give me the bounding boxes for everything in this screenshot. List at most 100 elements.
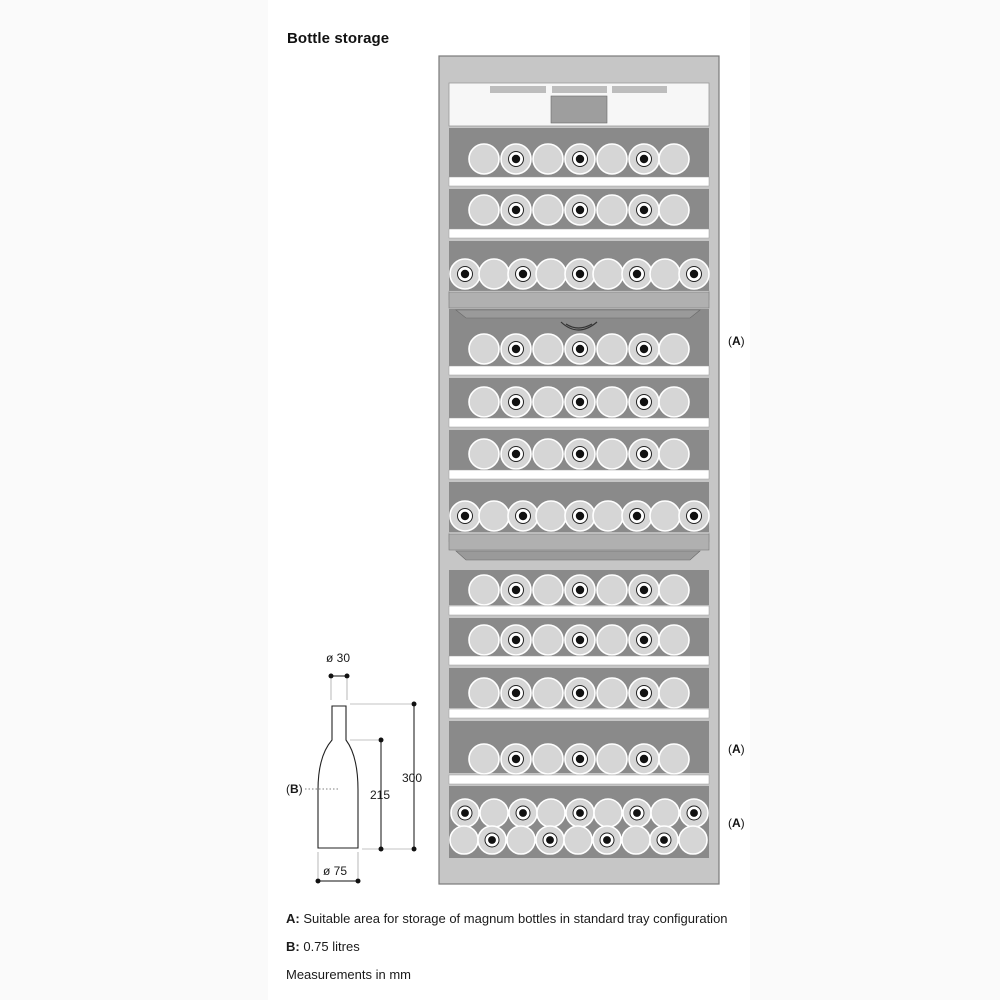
row-6-bottle-7: [649, 500, 681, 532]
row-9-bottle-0: [468, 677, 500, 709]
row-6-bottle-0-cap: [460, 511, 470, 521]
row-2-bottle-3: [535, 258, 567, 290]
row-8-bottle-3-cap: [575, 635, 585, 645]
row-8-bottle-4: [596, 624, 628, 656]
row-0-bottle-0: [468, 143, 500, 175]
row-7-bottle-4: [596, 574, 628, 606]
row-4-bottle-0: [468, 386, 500, 418]
row-3-bottle-5-cap: [639, 344, 649, 354]
note-measurements: Measurements in mm: [286, 967, 411, 982]
shelf-4: [448, 417, 710, 428]
row-7-bottle-1-cap: [511, 585, 521, 595]
row-7-bottle-6: [658, 574, 690, 606]
body-height-label: 215: [370, 788, 391, 802]
drawer-trim-upper: [448, 291, 710, 309]
row-4-bottle-5-cap: [639, 397, 649, 407]
stack-top-bottle-5: [593, 798, 623, 828]
row-3-bottle-1-cap: [511, 344, 521, 354]
row-1-bottle-2: [532, 194, 564, 226]
row-10-bottle-0: [468, 743, 500, 775]
row-10-bottle-1-cap: [511, 754, 521, 764]
drawer-handle-lower: [455, 550, 701, 561]
shelf-10: [448, 774, 710, 785]
row-4-bottle-6: [658, 386, 690, 418]
sensor-arc-2: [560, 321, 598, 331]
row-1-bottle-4: [596, 194, 628, 226]
stack-top-bottle-2-cap: [519, 809, 527, 817]
row-5-bottle-6: [658, 438, 690, 470]
stack-top-bottle-3: [536, 798, 566, 828]
total-height-end-top: [411, 701, 417, 707]
stack-top-bottle-4-cap: [576, 809, 584, 817]
sensor-arc-1: [565, 323, 593, 329]
stack-bottom-bottle-1-cap: [488, 836, 496, 844]
row-6-bottle-5: [592, 500, 624, 532]
row-9-bottle-1-cap: [511, 688, 521, 698]
neck-diameter-label: ø 30: [326, 651, 351, 665]
row-10-bottle-3-cap: [575, 754, 585, 764]
left-margin: [0, 0, 268, 1000]
row-10-bottle-4: [596, 743, 628, 775]
row-7-bottle-0: [468, 574, 500, 606]
row-4-bottle-4: [596, 386, 628, 418]
row-8-bottle-1-cap: [511, 635, 521, 645]
stack-bottom-bottle-5-cap: [603, 836, 611, 844]
row-4-bottle-1-cap: [511, 397, 521, 407]
right-margin: [750, 0, 1000, 1000]
callout-a-upper: (A): [728, 334, 745, 348]
row-9-bottle-2: [532, 677, 564, 709]
stack-bottom-bottle-4: [563, 825, 593, 855]
row-2-bottle-6-cap: [632, 269, 642, 279]
shelf-8: [448, 655, 710, 666]
stack-bottom-bottle-7-cap: [660, 836, 668, 844]
drawer-trim-lower: [448, 533, 710, 551]
stack-bottom-bottle-8: [678, 825, 708, 855]
stack-bottom-bottle-0: [449, 825, 479, 855]
stack-top-bottle-6-cap: [633, 809, 641, 817]
body-dim-end-right: [355, 878, 361, 884]
row-0-bottle-5-cap: [639, 154, 649, 164]
row-5-bottle-5-cap: [639, 449, 649, 459]
row-9-bottle-6: [658, 677, 690, 709]
row-1-bottle-3-cap: [575, 205, 585, 215]
row-2-bottle-0-cap: [460, 269, 470, 279]
shelf-3: [448, 365, 710, 376]
body-height-end-bottom: [378, 846, 384, 852]
row-1-bottle-6: [658, 194, 690, 226]
row-10-bottle-2: [532, 743, 564, 775]
display-screen: [550, 95, 608, 124]
panel-strip-center: [552, 86, 607, 93]
row-9-bottle-3-cap: [575, 688, 585, 698]
row-6-bottle-3: [535, 500, 567, 532]
row-9-bottle-5-cap: [639, 688, 649, 698]
row-2-bottle-5: [592, 258, 624, 290]
drawer-handle-upper: [455, 309, 701, 319]
shelf-9: [448, 708, 710, 719]
stack-top-bottle-0-cap: [461, 809, 469, 817]
row-10-bottle-5-cap: [639, 754, 649, 764]
row-2-bottle-7: [649, 258, 681, 290]
total-height-end-bottom: [411, 846, 417, 852]
row-3-bottle-0: [468, 333, 500, 365]
row-2-bottle-4-cap: [575, 269, 585, 279]
row-7-bottle-2: [532, 574, 564, 606]
row-0-bottle-6: [658, 143, 690, 175]
body-dim-end-left: [315, 878, 321, 884]
row-3-bottle-3-cap: [575, 344, 585, 354]
row-0-bottle-3-cap: [575, 154, 585, 164]
row-8-bottle-6: [658, 624, 690, 656]
shelf-7: [448, 605, 710, 616]
shelf-1: [448, 228, 710, 239]
stack-top-bottle-7: [650, 798, 680, 828]
row-5-bottle-2: [532, 438, 564, 470]
row-6-bottle-6-cap: [632, 511, 642, 521]
row-3-bottle-6: [658, 333, 690, 365]
stack-bottom-bottle-2: [506, 825, 536, 855]
row-6-bottle-4-cap: [575, 511, 585, 521]
row-2-bottle-1: [478, 258, 510, 290]
row-6-bottle-8-cap: [689, 511, 699, 521]
row-1-bottle-1-cap: [511, 205, 521, 215]
stack-bottom-bottle-6: [621, 825, 651, 855]
row-9-bottle-4: [596, 677, 628, 709]
neck-dim-end-right: [344, 673, 350, 679]
